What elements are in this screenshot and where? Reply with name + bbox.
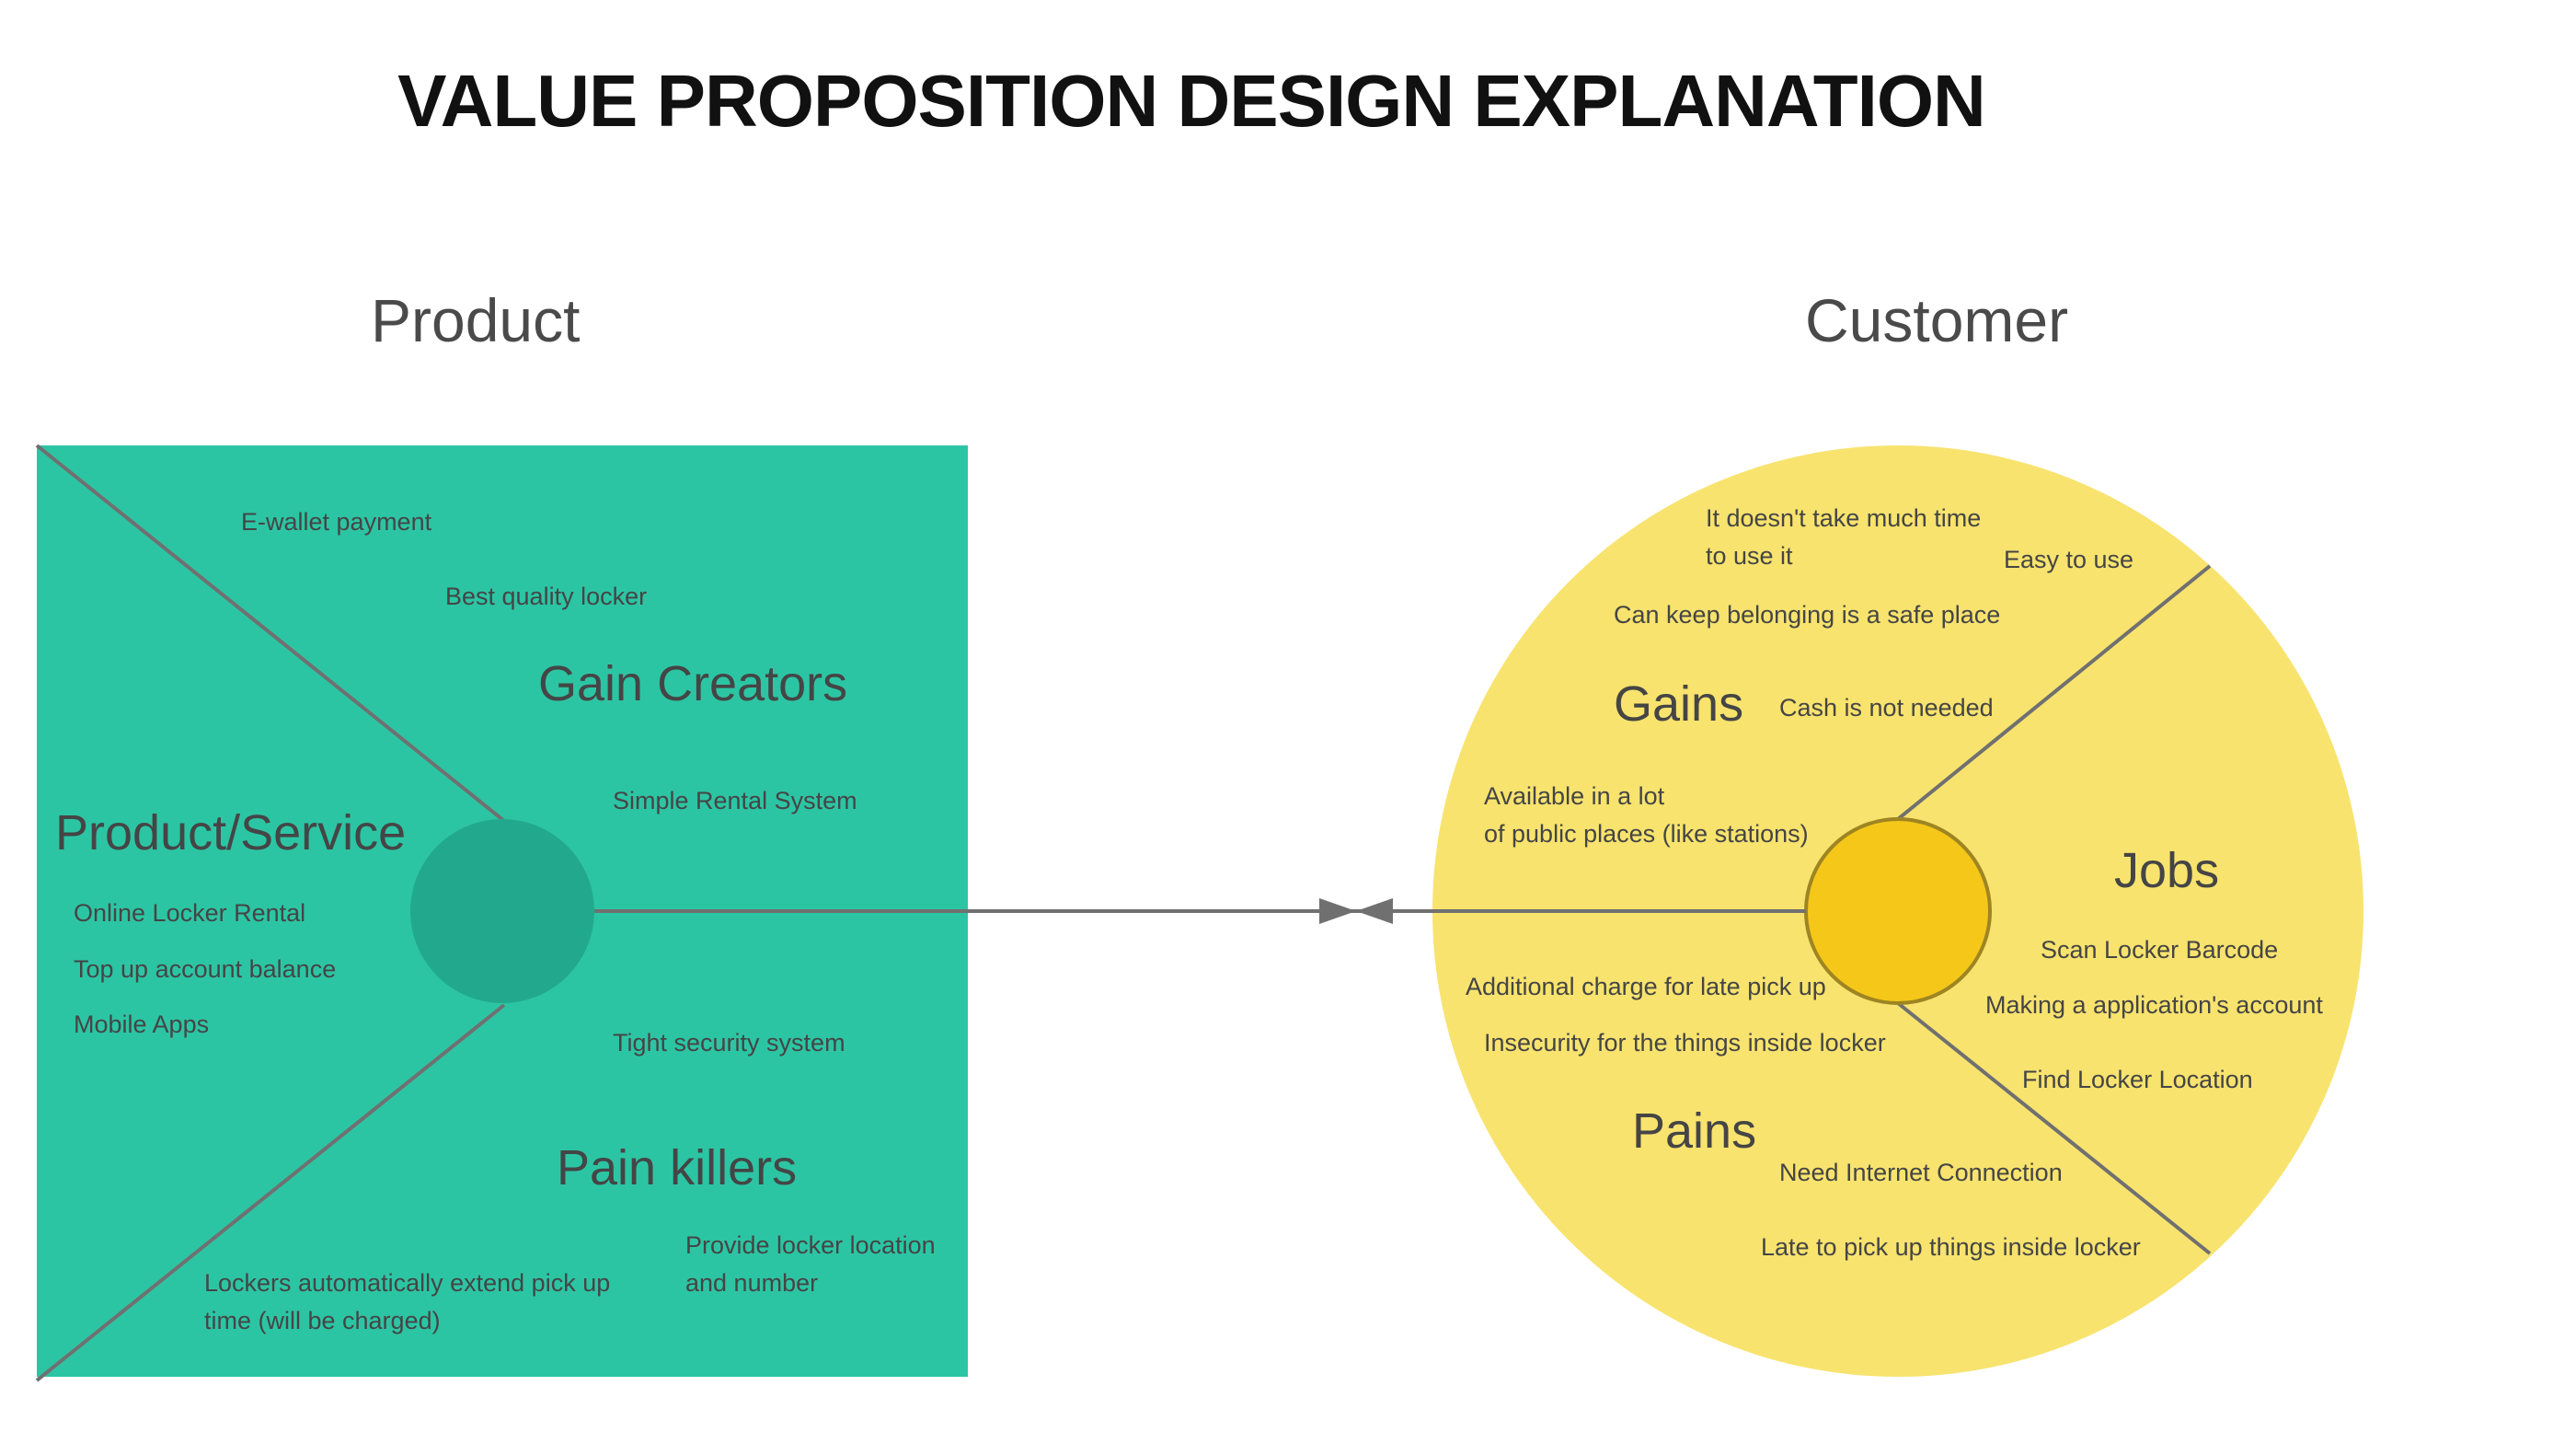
job-item: Find Locker Location [2022, 1066, 2253, 1093]
product-divider-bottom [35, 1003, 506, 1382]
customer-hub[interactable] [1804, 817, 1992, 1005]
gain-item: Available in a lot of public places (lik… [1484, 782, 1809, 848]
customer-divider-bottom [1896, 1001, 2212, 1255]
product-service-label: Product/Service [55, 805, 407, 860]
pain-item: Insecurity for the things inside locker [1484, 1029, 1886, 1057]
gain-item: It doesn't take much time to use it [1706, 504, 1982, 570]
pain-item: Late to pick up things inside locker [1761, 1233, 2141, 1261]
gain-creator-item: Simple Rental System [613, 787, 857, 814]
gain-creator-item: Best quality locker [445, 583, 648, 610]
pain-killer-item: Provide locker location and number [685, 1231, 936, 1297]
product-divider-top [35, 444, 506, 823]
pains-label: Pains [1632, 1103, 1757, 1159]
gain-item: Can keep belonging is a safe place [1614, 601, 2001, 629]
product-service-item: Online Locker Rental [74, 899, 306, 927]
gain-creator-item: E-wallet payment [241, 508, 432, 536]
customer-heading: Customer [1805, 286, 2069, 354]
customer-divider-top [1896, 564, 2212, 821]
pain-killers-label: Pain killers [557, 1140, 798, 1195]
pain-killer-item: Tight security system [613, 1029, 845, 1057]
product-service-item: Top up account balance [74, 955, 337, 983]
product-heading: Product [371, 286, 581, 354]
job-item: Scan Locker Barcode [2041, 936, 2279, 964]
page-title: VALUE PROPOSITION DESIGN EXPLANATION [397, 60, 1986, 142]
job-item: Making a application's account [1985, 991, 2323, 1019]
gain-item: Cash is not needed [1779, 694, 1994, 722]
product-hub[interactable] [410, 819, 594, 1003]
connector-bowtie-icon [1319, 898, 1393, 924]
pain-killer-item: Lockers automatically extend pick up tim… [204, 1269, 611, 1334]
gains-label: Gains [1614, 676, 1744, 732]
product-service-item: Mobile Apps [74, 1010, 210, 1038]
gain-item: Easy to use [2004, 546, 2134, 573]
pain-item: Additional charge for late pick up [1466, 973, 1826, 1000]
gain-creators-label: Gain Creators [538, 656, 848, 711]
jobs-label: Jobs [2114, 843, 2220, 898]
pain-item: Need Internet Connection [1779, 1159, 2063, 1186]
